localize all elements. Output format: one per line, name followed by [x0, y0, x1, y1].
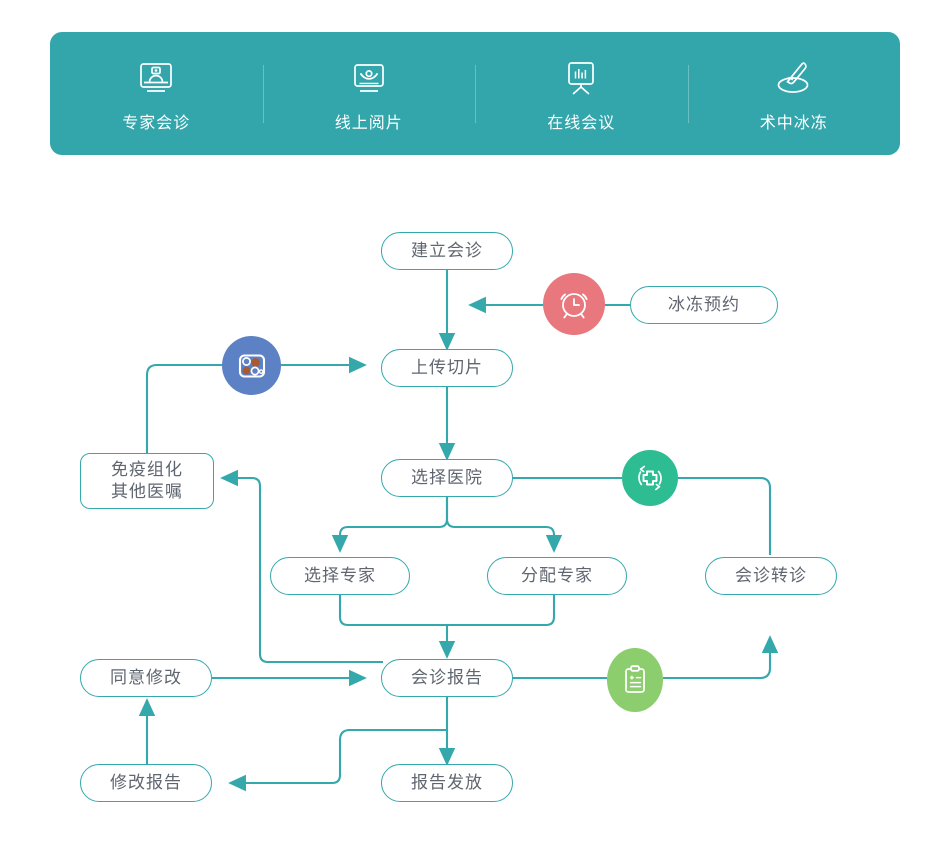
feature-item-online-meeting[interactable]: 在线会议 — [475, 32, 688, 155]
node-issue-report[interactable]: 报告发放 — [381, 764, 513, 802]
scalpel-dish-icon — [768, 55, 820, 107]
alarm-clock-badge[interactable] — [543, 273, 605, 335]
node-create-consult[interactable]: 建立会诊 — [381, 232, 513, 270]
feature-bar: 专家会诊 线上阅片 在线会议 — [50, 32, 900, 155]
node-agree-revision[interactable]: 同意修改 — [80, 659, 212, 697]
clipboard-badge[interactable] — [607, 648, 663, 712]
feature-label: 线上阅片 — [334, 115, 403, 132]
node-upload-slide[interactable]: 上传切片 — [381, 349, 513, 387]
feature-label: 在线会议 — [547, 115, 616, 132]
node-select-expert[interactable]: 选择专家 — [270, 557, 410, 595]
node-assign-expert[interactable]: 分配专家 — [487, 557, 627, 595]
node-revise-report[interactable]: 修改报告 — [80, 764, 212, 802]
feature-item-intraop-frozen[interactable]: 术中冰冻 — [688, 32, 901, 155]
feature-label: 术中冰冻 — [759, 115, 828, 132]
node-ihc-other-orders[interactable]: 免疫组化 其他医嘱 — [80, 453, 214, 509]
presentation-board-icon — [555, 55, 607, 107]
node-consult-referral[interactable]: 会诊转诊 — [705, 557, 837, 595]
medical-cross-badge[interactable] — [622, 450, 678, 506]
feature-item-expert-consult[interactable]: 专家会诊 — [50, 32, 263, 155]
slide-cells-badge[interactable] — [222, 336, 281, 395]
node-frozen-booking[interactable]: 冰冻预约 — [630, 286, 778, 324]
doctor-monitor-icon — [130, 55, 182, 107]
node-select-hospital[interactable]: 选择医院 — [381, 459, 513, 497]
feature-label: 专家会诊 — [122, 115, 191, 132]
feature-item-online-reading[interactable]: 线上阅片 — [263, 32, 476, 155]
eye-screen-icon — [343, 55, 395, 107]
node-consult-report[interactable]: 会诊报告 — [381, 659, 513, 697]
